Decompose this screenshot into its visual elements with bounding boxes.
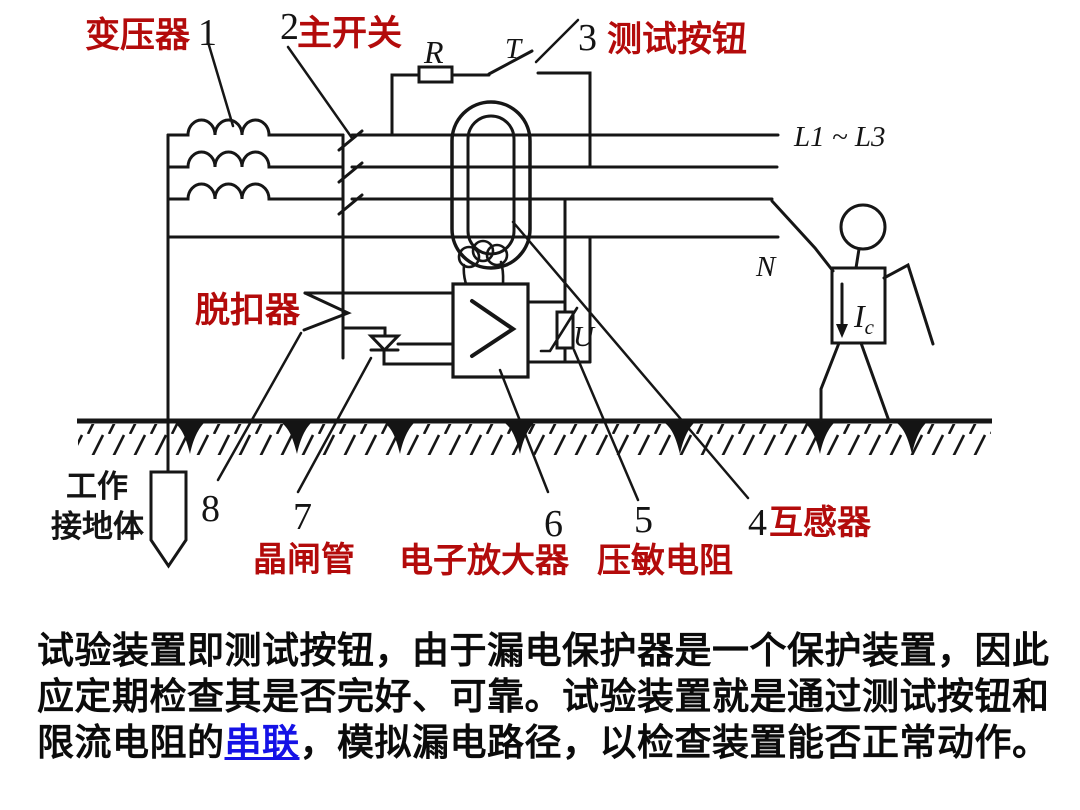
test-wire-left — [390, 73, 421, 137]
label-phase-range: L1 ~ L3 — [793, 121, 885, 153]
label-num-6: 6 — [544, 503, 563, 545]
label-working-earth-2: 接地体 — [51, 509, 144, 544]
varistor-branch — [526, 198, 592, 364]
amplifier-box — [451, 282, 530, 379]
label-trip-release: 脱扣器 — [195, 291, 301, 330]
earth-electrode — [149, 470, 188, 569]
current-transformer — [450, 100, 532, 286]
person-figure — [770, 199, 935, 423]
switch-blade-l3 — [337, 193, 364, 216]
label-num-4: 4 — [748, 502, 767, 544]
trip-release — [302, 291, 455, 332]
label-transformer: 变压器 — [85, 16, 191, 55]
test-wire-right — [536, 71, 592, 169]
amplifier-chevron — [470, 299, 517, 358]
label-test-button: 测试按钮 — [607, 20, 747, 59]
ground-hatching — [78, 424, 991, 455]
caption-line-2: 应定期检查其是否完好、可靠。试验装置就是通过测试按钮和 — [37, 676, 1050, 717]
leader-8 — [216, 331, 303, 482]
caption-line-1: 试验装置即测试按钮，由于漏电保护器是一个保护装置，因此 — [37, 630, 1050, 671]
caption-line-3-after: ，模拟漏电路径，以检查装置能否正常动作。 — [299, 722, 1050, 763]
test-circuit — [390, 49, 592, 169]
caption-paragraph: 试验装置即测试按钮，由于漏电保护器是一个保护装置，因此 应定期检查其是否完好、可… — [37, 628, 1057, 766]
person-leg-right — [859, 341, 891, 423]
label-varistor-u: U — [573, 321, 596, 353]
label-neutral-n: N — [755, 251, 777, 283]
ct-secondary-loop — [485, 243, 509, 267]
person-arm-touching-line — [770, 199, 835, 273]
ct-secondary-loop — [457, 245, 481, 269]
label-num-7: 7 — [293, 496, 312, 538]
ground — [77, 418, 992, 455]
label-main-switch: 主开关 — [297, 14, 402, 53]
amplifier — [451, 282, 530, 379]
line-l2 — [166, 150, 779, 169]
leakage-arrow-head — [836, 324, 848, 338]
person-neck — [854, 247, 861, 270]
label-leakage-current: Ic — [853, 298, 875, 339]
leader-4 — [511, 220, 750, 500]
leader-1 — [206, 40, 235, 128]
ct-ring-inner — [466, 114, 516, 256]
varistor-slash — [539, 306, 579, 353]
switch-blade-l2 — [337, 161, 364, 184]
label-num-1: 1 — [198, 12, 217, 54]
label-num-2: 2 — [280, 6, 299, 48]
label-varistor: 压敏电阻 — [597, 542, 733, 580]
thyristor — [341, 326, 455, 366]
thyristor-bottom-wire — [382, 348, 455, 366]
person-leg-left — [819, 341, 841, 423]
caption-line-3-before: 限流电阻的 — [37, 722, 225, 763]
main-switch — [337, 129, 364, 360]
ct-secondary-lead — [499, 260, 505, 286]
leader-2 — [286, 45, 354, 140]
line-l3 — [166, 182, 774, 201]
thyristor-anode-wire — [341, 326, 387, 338]
label-switch-t: T — [505, 33, 523, 65]
ct-ring-outer — [450, 100, 532, 270]
label-amplifier: 电子放大器 — [399, 542, 570, 580]
supply-lines — [166, 118, 780, 474]
rcd-circuit-diagram: 变压器 1 2 主开关 3 测试按钮 R T L1 ~ L3 N 脱扣器 U I… — [51, 6, 992, 580]
person-arm-right — [882, 262, 935, 346]
thyristor-triangle — [367, 334, 402, 353]
label-thyristor: 晶闸管 — [253, 541, 355, 579]
caption-line-3: 限流电阻的串联，模拟漏电路径，以检查装置能否正常动作。 — [37, 720, 1057, 766]
switch-blade-l1 — [337, 129, 364, 152]
label-num-3: 3 — [578, 17, 597, 59]
label-current-transformer: 互感器 — [769, 504, 872, 542]
ct-secondary-lead — [462, 263, 468, 286]
label-num-8: 8 — [201, 488, 220, 530]
ct-secondary-loop — [471, 239, 495, 263]
person-head — [839, 203, 887, 251]
label-resistor-r: R — [423, 34, 444, 70]
leader-3 — [534, 18, 580, 64]
test-switch-blade — [487, 49, 534, 76]
trip-arrowhead — [302, 291, 352, 332]
line-l1 — [166, 118, 780, 137]
label-working-earth-1: 工作 — [66, 469, 128, 504]
label-num-5: 5 — [634, 499, 653, 541]
series-connection-link[interactable]: 串联 — [224, 722, 300, 763]
